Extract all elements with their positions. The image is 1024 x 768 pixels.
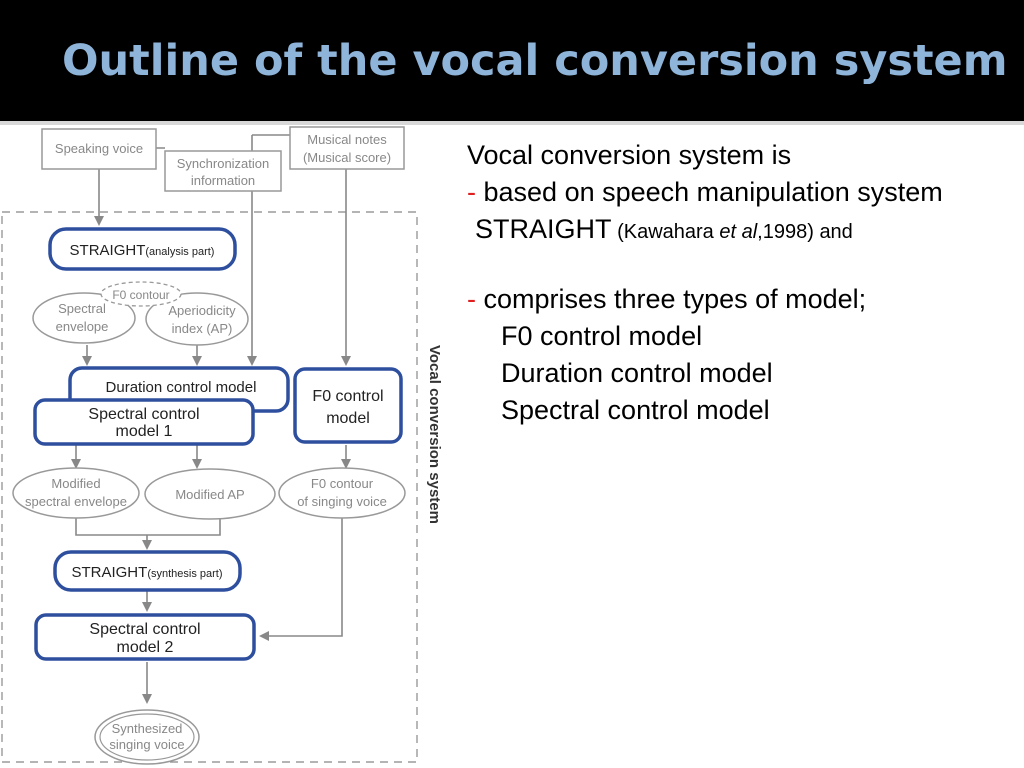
model-item-duration: Duration control model: [501, 358, 773, 388]
speaking-voice-box: [41, 128, 157, 170]
spectral-control-model1-label-1: Spectral control: [88, 406, 199, 423]
aperiodicity-label-2: index (AP): [172, 321, 233, 336]
text-line-3: STRAIGHT (Kawahara et al,1998) and: [475, 213, 853, 248]
duration-control-model-label: Duration control model: [106, 379, 257, 396]
f0-control-model-label-2: model: [326, 410, 370, 427]
straight-synthesis-box: [53, 550, 242, 592]
f0-singing-label-1: F0 contour: [311, 476, 374, 491]
spectral-envelope-label-1: Spectral: [58, 301, 106, 316]
text-line-1: Vocal conversion system is: [467, 140, 792, 170]
f0-singing-ellipse: [278, 467, 406, 519]
modified-spectral-label-1: Modified: [51, 476, 100, 491]
slide-title: Outline of the vocal conversion system: [62, 36, 1008, 86]
spectral-control-model2-box: [34, 613, 256, 661]
sync-info-box: [164, 150, 282, 192]
model-item-f0: F0 control model: [501, 321, 703, 351]
bullet-dash-1: -: [467, 177, 476, 207]
synthesized-inner-ellipse: [99, 713, 195, 761]
text-line-2-body: based on speech manipulation system: [476, 177, 943, 207]
f0-singing-label-2: of singing voice: [297, 494, 387, 509]
spectral-control-model1-label-2: model 1: [116, 423, 173, 440]
f0-control-model-box: [293, 367, 403, 444]
speaking-voice-label: Speaking voice: [55, 141, 143, 156]
straight-analysis-box: [48, 227, 237, 271]
title-bar: Outline of the vocal conversion system: [0, 0, 1024, 121]
f0-contour-ellipse: [100, 281, 182, 307]
modified-ap-ellipse: [144, 468, 276, 520]
straight-synthesis-label: STRAIGHT(synthesis part): [71, 564, 222, 581]
spectral-control-model2-label-1: Spectral control: [89, 621, 200, 638]
modified-spectral-ellipse: [12, 467, 140, 519]
bullet-dash-2: -: [467, 284, 476, 314]
system-label: Vocal conversion system: [426, 345, 443, 524]
slide-content: Speaking voice Synchronization informati…: [0, 125, 1024, 768]
text-line-2: - based on speech manipulation system: [467, 176, 943, 208]
synthesized-outer-ellipse: [94, 709, 200, 765]
spectral-control-model1-box: [33, 398, 255, 446]
musical-notes-box: [289, 126, 405, 170]
title-divider: [0, 121, 1024, 125]
spectral-envelope-label-2: envelope: [56, 319, 109, 334]
text-line-4-body: comprises three types of model;: [476, 284, 867, 314]
citation-etal: et al: [719, 221, 758, 243]
synthesized-label-2: singing voice: [109, 737, 184, 752]
straight-analysis-label: STRAIGHT(analysis part): [70, 242, 215, 259]
synthesized-label-1: Synthesized: [112, 721, 183, 736]
model-item-spectral: Spectral control model: [501, 395, 770, 425]
modified-spectral-label-2: spectral envelope: [25, 494, 127, 509]
text-line-4: - comprises three types of model;: [467, 283, 866, 315]
system-boundary: [1, 211, 418, 763]
spectral-envelope-ellipse: [32, 292, 136, 344]
f0-control-model-label-1: F0 control: [312, 388, 383, 405]
musical-notes-label-2: (Musical score): [303, 150, 391, 165]
citation-prefix: (Kawahara: [611, 221, 720, 243]
sync-info-label-1: Synchronization: [177, 156, 270, 171]
f0-contour-label: F0 contour: [112, 288, 169, 302]
aperiodicity-ellipse: [145, 292, 249, 346]
aperiodicity-label-1: Aperiodicity: [168, 303, 236, 318]
sync-info-label-2: information: [191, 173, 255, 188]
musical-notes-label-1: Musical notes: [307, 132, 387, 147]
straight-term: STRAIGHT: [475, 214, 612, 244]
vocal-conversion-diagram: Speaking voice Synchronization informati…: [1, 126, 443, 765]
spectral-control-model2-label-2: model 2: [117, 639, 174, 656]
modified-ap-label: Modified AP: [175, 487, 244, 502]
citation-suffix: ,1998) and: [757, 221, 853, 243]
